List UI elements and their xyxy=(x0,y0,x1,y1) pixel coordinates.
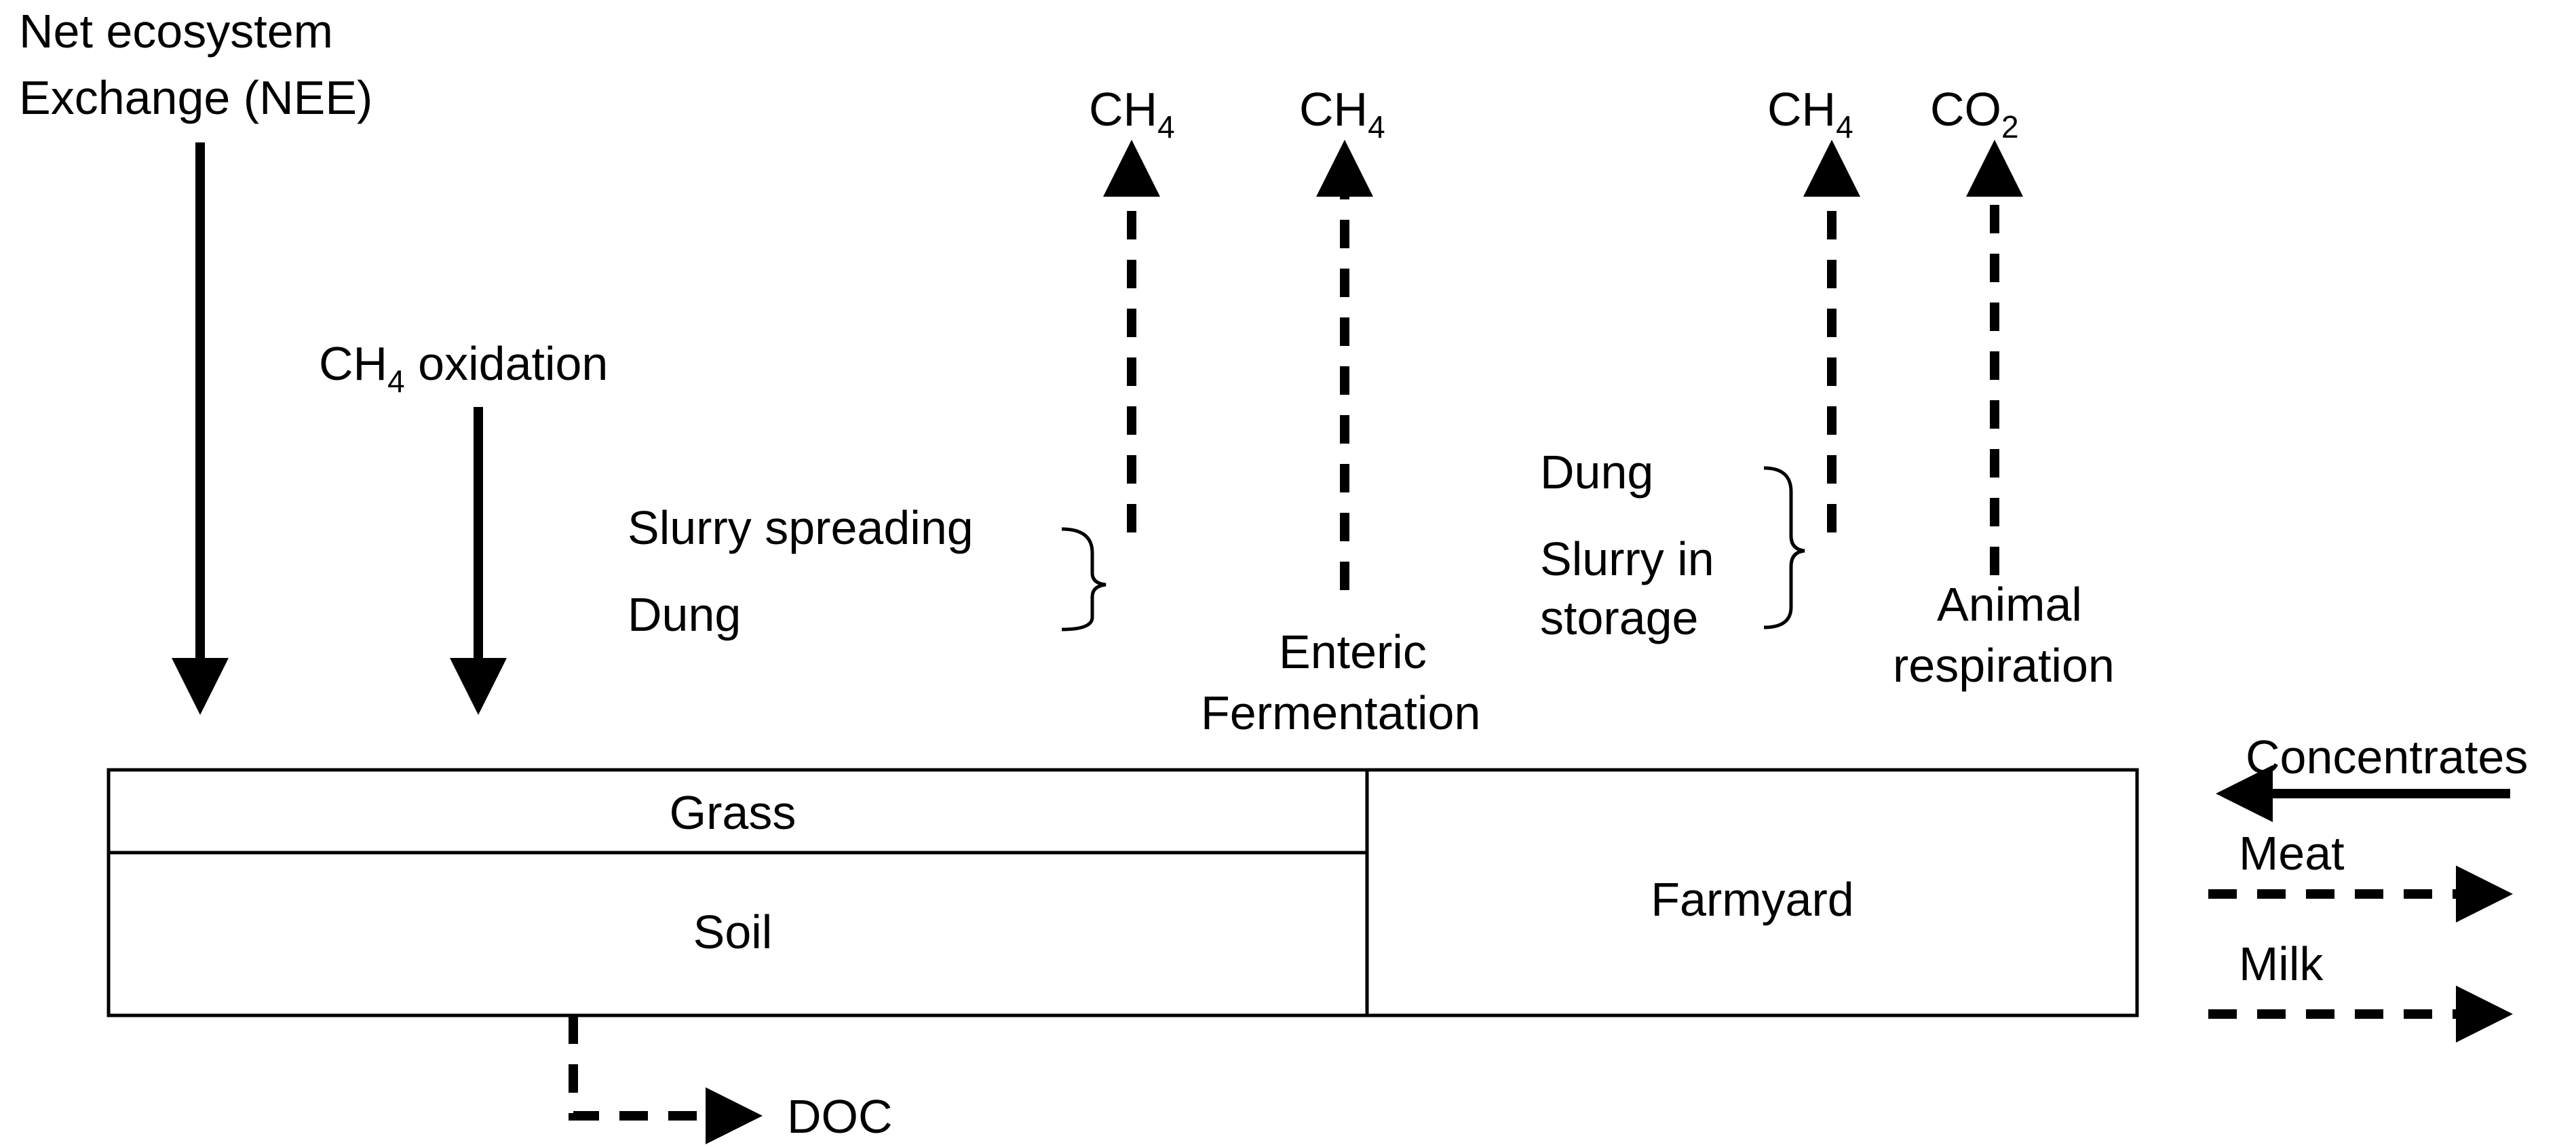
doc-label: DOC xyxy=(787,1090,893,1143)
milk-label: Milk xyxy=(2239,937,2324,990)
nee-label-line1: Net ecosystem xyxy=(19,5,333,58)
doc-arrow xyxy=(569,1015,763,1144)
dung-right-label: Dung xyxy=(1540,446,1653,499)
slurry-storage-label-line2: storage xyxy=(1540,591,1698,644)
left-brace xyxy=(1061,527,1107,631)
concentrates-label: Concentrates xyxy=(2246,731,2528,783)
flux-co2-respiration-label: CO2 xyxy=(1930,83,2019,144)
flux-ch4-slurry-label: CH4 xyxy=(1089,83,1175,144)
right-brace xyxy=(1763,466,1805,629)
slurry-spreading-label: Slurry spreading xyxy=(628,501,974,554)
animal-respiration-label-line1: Animal xyxy=(1937,578,2082,631)
animal-respiration-label-line2: respiration xyxy=(1893,639,2115,692)
ch4-oxidation-label: CH4 oxidation xyxy=(319,337,608,399)
enteric-label-line2: Fermentation xyxy=(1201,686,1480,739)
slurry-storage-label-line1: Slurry in xyxy=(1540,532,1714,585)
grass-label: Grass xyxy=(670,786,796,839)
farmyard-label: Farmyard xyxy=(1651,873,1853,926)
soil-label: Soil xyxy=(693,906,773,958)
enteric-label-line1: Enteric xyxy=(1279,625,1427,678)
farmyard-box xyxy=(1365,768,2139,1017)
flux-ch4-enteric-label: CH4 xyxy=(1299,83,1385,144)
dung-left-label: Dung xyxy=(628,588,741,641)
meat-label: Meat xyxy=(2239,827,2345,880)
nee-label-line2: Exchange (NEE) xyxy=(19,71,372,124)
flux-ch4-storage-label: CH4 xyxy=(1767,83,1853,144)
